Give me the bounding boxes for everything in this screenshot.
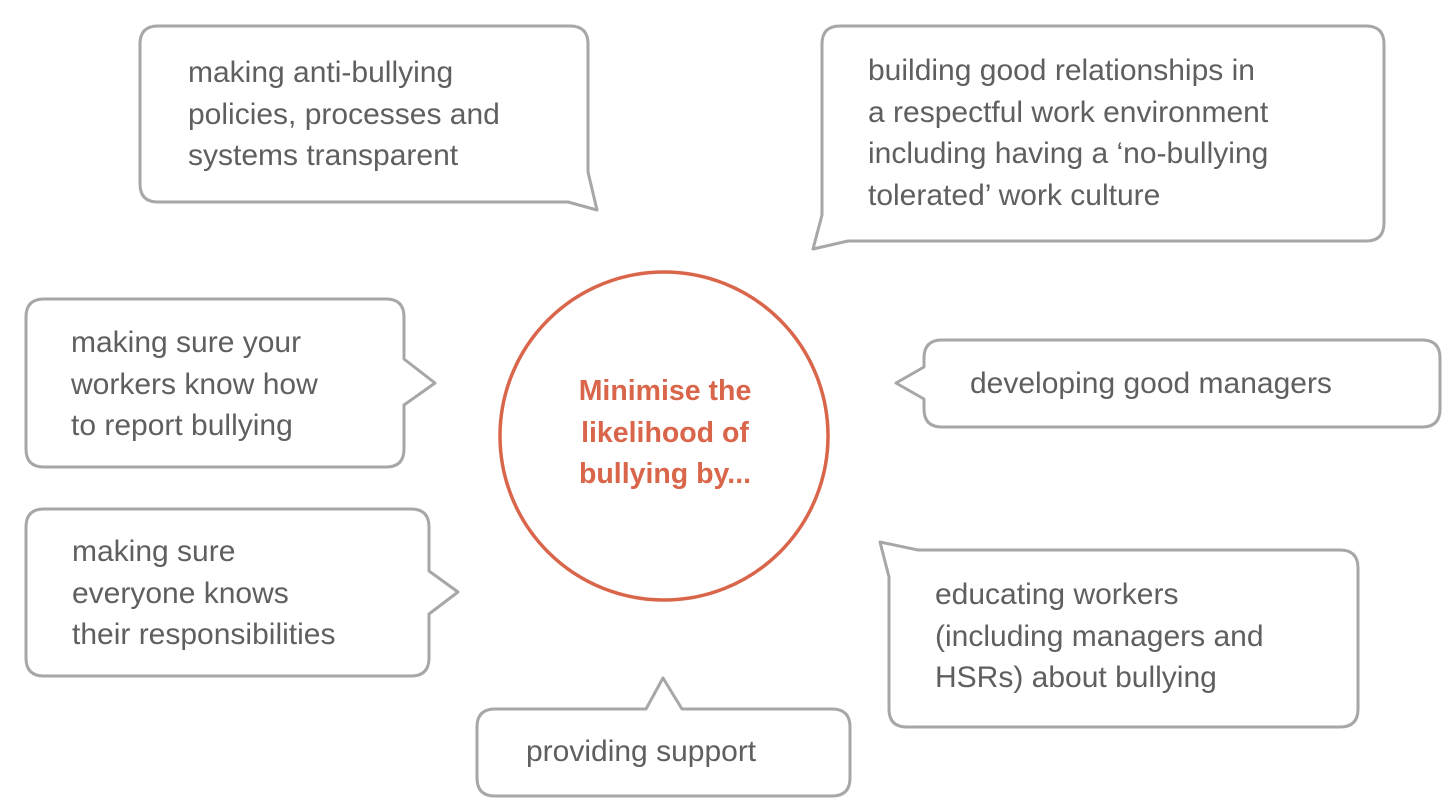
bubble-educating-workers-shape [878, 540, 1360, 729]
bubble-responsibilities-shape [24, 507, 460, 678]
bubble-good-relationships-shape [811, 24, 1386, 251]
bubble-good-relationships-text: building good relationships in a respect… [868, 54, 1269, 212]
bubble-providing-support-shape [475, 676, 852, 798]
bubble-report-bullying-shape [24, 297, 437, 469]
bubble-responsibilities-text: making sure everyone knows their respons… [72, 535, 336, 651]
bubble-transparent-policies-text: making anti-bullying policies, processes… [188, 56, 500, 172]
bubble-transparent-policies-shape [138, 24, 599, 212]
bubble-report-bullying-text: making sure your workers know how to rep… [71, 326, 318, 442]
bubble-good-managers-text: developing good managers [970, 367, 1332, 400]
bubble-good-managers-shape [894, 338, 1442, 429]
center-heading: Minimise the likelihood of bullying by..… [578, 375, 752, 490]
bubble-providing-support-text: providing support [526, 735, 757, 768]
center-circle [498, 270, 830, 602]
bubble-educating-workers-text: educating workers (including managers an… [935, 578, 1264, 694]
